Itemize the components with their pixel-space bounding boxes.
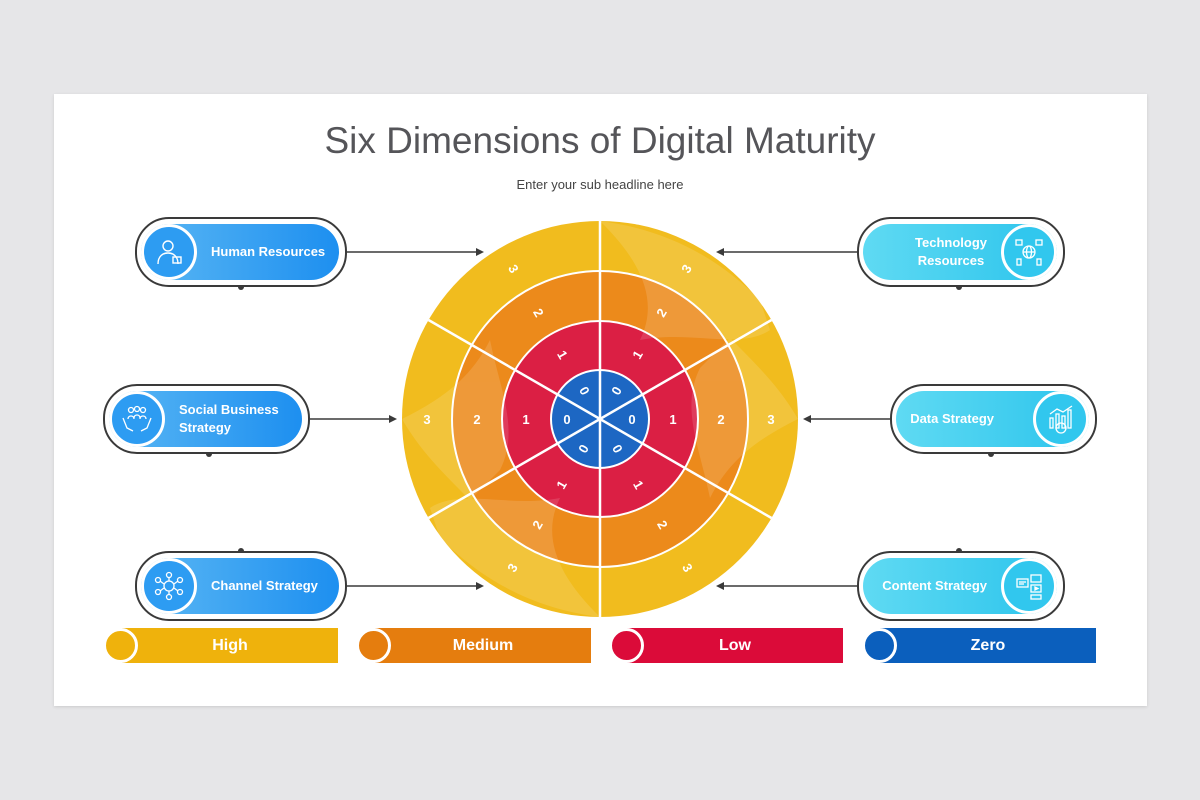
swirl-overlay: [402, 340, 509, 500]
legend-zero-label: Zero: [970, 636, 1006, 654]
arrowhead: [389, 415, 397, 423]
legend-high-label: High: [212, 636, 248, 654]
technology-resources-label: Technology Resources: [915, 235, 987, 268]
channel-strategy-label: Channel Strategy: [211, 578, 318, 593]
ring-label-zero: 0: [628, 412, 635, 427]
swirl-overlay: [430, 498, 600, 617]
content-media-icon: [1001, 558, 1057, 614]
legend-medium-label: Medium: [452, 636, 514, 654]
chart-ai-icon: [1033, 391, 1089, 447]
arrowhead: [716, 582, 724, 590]
legend-zero: Zero: [880, 628, 1096, 663]
legend-low-dot: [609, 628, 644, 663]
legend-medium-dot: [356, 628, 391, 663]
page-subtitle: Enter your sub headline here: [516, 177, 684, 192]
content-strategy-label: Content Strategy: [882, 578, 987, 593]
globe-devices-icon: [1001, 224, 1057, 280]
arrowhead: [803, 415, 811, 423]
network-icon: [141, 558, 197, 614]
legend-high: High: [122, 628, 338, 663]
ring-label-high: 3: [767, 412, 774, 427]
legend-medium: Medium: [375, 628, 591, 663]
legend-zero-dot: [862, 628, 897, 663]
sector-dividers: [427, 221, 773, 617]
page-title: Six Dimensions of Digital Maturity: [324, 120, 876, 161]
legend-low-label: Low: [719, 636, 751, 654]
ring-label-low: 1: [669, 412, 676, 427]
person-icon: [141, 224, 197, 280]
social-business-label: Social Business Strategy: [179, 402, 279, 435]
arrowhead: [476, 582, 484, 590]
people-hands-icon: [109, 391, 165, 447]
ring-label-zero: 0: [563, 412, 570, 427]
legend-low: Low: [627, 628, 843, 663]
ring-label-high: 3: [423, 412, 430, 427]
arrowhead: [716, 248, 724, 256]
swirl-overlay: [691, 338, 798, 498]
arrowhead: [476, 248, 484, 256]
data-strategy-label: Data Strategy: [910, 411, 994, 426]
ring-label-medium: 2: [717, 412, 724, 427]
swirl-overlay: [600, 221, 770, 340]
ring-label-low: 1: [522, 412, 529, 427]
legend-high-dot: [103, 628, 138, 663]
ring-label-medium: 2: [473, 412, 480, 427]
human-resources-label: Human Resources: [211, 244, 326, 259]
